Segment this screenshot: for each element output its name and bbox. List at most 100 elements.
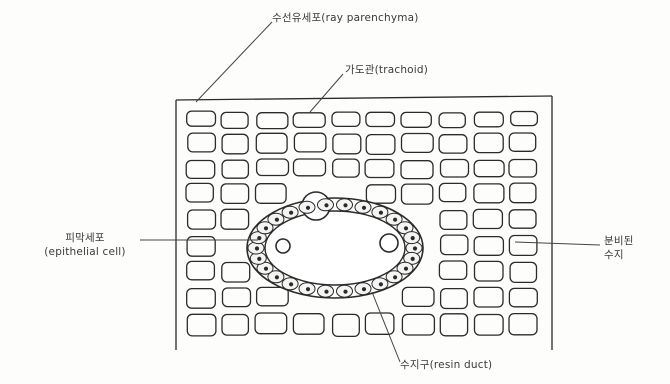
epithelial-nucleus: [275, 276, 278, 279]
resin-droplet-2: [380, 234, 398, 252]
tracheid-cell: [401, 112, 431, 127]
epithelial-nucleus: [413, 247, 416, 250]
epithelial-nucleus: [411, 257, 414, 260]
label-exuded-line1: 분비된: [604, 234, 634, 248]
tracheid-cell: [402, 184, 433, 204]
tracheid-cell: [222, 315, 248, 336]
epithelial-nucleus: [404, 227, 407, 230]
tracheid-cell: [188, 210, 216, 229]
label-epithelial-korean: 피막세포: [30, 231, 140, 245]
tracheid-cell: [511, 112, 538, 126]
leader-ray: [196, 22, 272, 102]
tracheid-cell: [440, 211, 467, 230]
tracheid-cell: [474, 112, 503, 127]
resin-droplet-3: [276, 239, 290, 253]
label-exuded-line2: 수지: [604, 248, 634, 262]
tracheid-cell: [475, 315, 504, 336]
tracheid-cell: [333, 314, 360, 336]
tracheid-cell: [365, 313, 394, 334]
epithelial-nucleus: [362, 288, 365, 291]
epithelial-nucleus: [306, 206, 309, 209]
tracheid-cell: [474, 184, 504, 203]
epithelial-nucleus: [264, 267, 267, 270]
tracheid-cell: [474, 133, 503, 153]
epithelial-nucleus: [344, 290, 347, 293]
epithelial-nucleus: [379, 283, 382, 286]
wood-boundary-line: [176, 96, 552, 100]
tracheid-cell: [187, 261, 215, 279]
tracheid-cell: [222, 134, 248, 154]
tracheid-cell: [257, 159, 289, 176]
epithelial-nucleus: [379, 211, 382, 214]
tracheid-cell: [439, 113, 465, 128]
label-epithelial-english: (epithelial cell): [30, 245, 140, 259]
tracheid-cell: [294, 159, 326, 176]
epithelial-nucleus: [411, 237, 414, 240]
tracheid-cell: [402, 134, 434, 153]
epithelial-nucleus: [404, 267, 407, 270]
tracheid-cell: [441, 160, 469, 178]
tracheid-cell: [439, 135, 467, 153]
tracheid-cell: [332, 112, 360, 126]
tracheid-cell: [402, 287, 434, 306]
epithelial-nucleus: [258, 237, 261, 240]
tracheid-cell: [256, 184, 287, 204]
tracheid-cell: [402, 314, 434, 335]
tracheid-cell: [294, 133, 326, 152]
tracheid-cell: [255, 313, 287, 334]
epithelial-nucleus: [394, 218, 397, 221]
epithelial-nucleus: [306, 288, 309, 291]
tracheid-cell: [365, 160, 394, 178]
tracheid-cell: [256, 133, 287, 153]
epithelial-nucleus: [258, 257, 261, 260]
tracheid-cell: [223, 288, 251, 307]
tracheid-cell: [186, 161, 215, 179]
epithelial-nucleus: [325, 290, 328, 293]
label-exuded-resin: 분비된 수지: [604, 234, 634, 262]
tracheid-cell: [221, 209, 249, 229]
tracheid-cell: [186, 183, 213, 202]
tracheid-cell: [510, 183, 536, 203]
epithelial-nucleus: [290, 283, 293, 286]
label-epithelial-cell: 피막세포 (epithelial cell): [30, 231, 140, 259]
tracheid-cell: [366, 112, 395, 126]
tracheid-cell: [509, 314, 537, 335]
tracheid-cell: [187, 314, 216, 336]
tracheid-cell: [257, 287, 289, 305]
tracheid-cell: [441, 235, 468, 255]
tracheid-cell: [440, 314, 467, 336]
tracheid-cell: [222, 160, 248, 178]
tracheid-cell: [510, 262, 536, 282]
epithelial-nucleus: [255, 247, 258, 250]
tracheid-cell: [257, 113, 288, 129]
leader-exuded: [515, 242, 600, 245]
leader-tracheid: [310, 74, 343, 112]
tracheid-cell: [509, 133, 535, 151]
tracheid-cell: [475, 261, 504, 281]
tracheid-cell: [366, 135, 395, 155]
epithelial-nucleus: [344, 204, 347, 207]
tracheid-cell: [221, 112, 248, 128]
tracheid-cell: [474, 287, 503, 307]
tracheid-cell: [439, 261, 466, 279]
tracheid-cell: [509, 288, 537, 306]
tracheid-cell: [439, 183, 465, 201]
tracheid-cell: [441, 289, 468, 309]
tracheid-cell: [187, 289, 216, 309]
tracheid-cell: [474, 160, 504, 176]
tracheid-cell: [222, 263, 250, 283]
tracheid-cell: [221, 184, 249, 204]
epithelial-nucleus: [275, 218, 278, 221]
epithelial-nucleus: [394, 276, 397, 279]
tracheid-cell: [474, 237, 503, 256]
tracheid-cell: [366, 185, 395, 203]
tracheid-cell: [293, 113, 325, 128]
tracheid-cell: [187, 111, 216, 126]
tracheid-cell: [188, 133, 216, 152]
tracheid-cell: [509, 210, 536, 228]
label-ray-parenchyma: 수선유세포(ray parenchyma): [272, 11, 419, 25]
label-resin-duct: 수지구(resin duct): [400, 358, 492, 372]
epithelial-nucleus: [325, 204, 328, 207]
